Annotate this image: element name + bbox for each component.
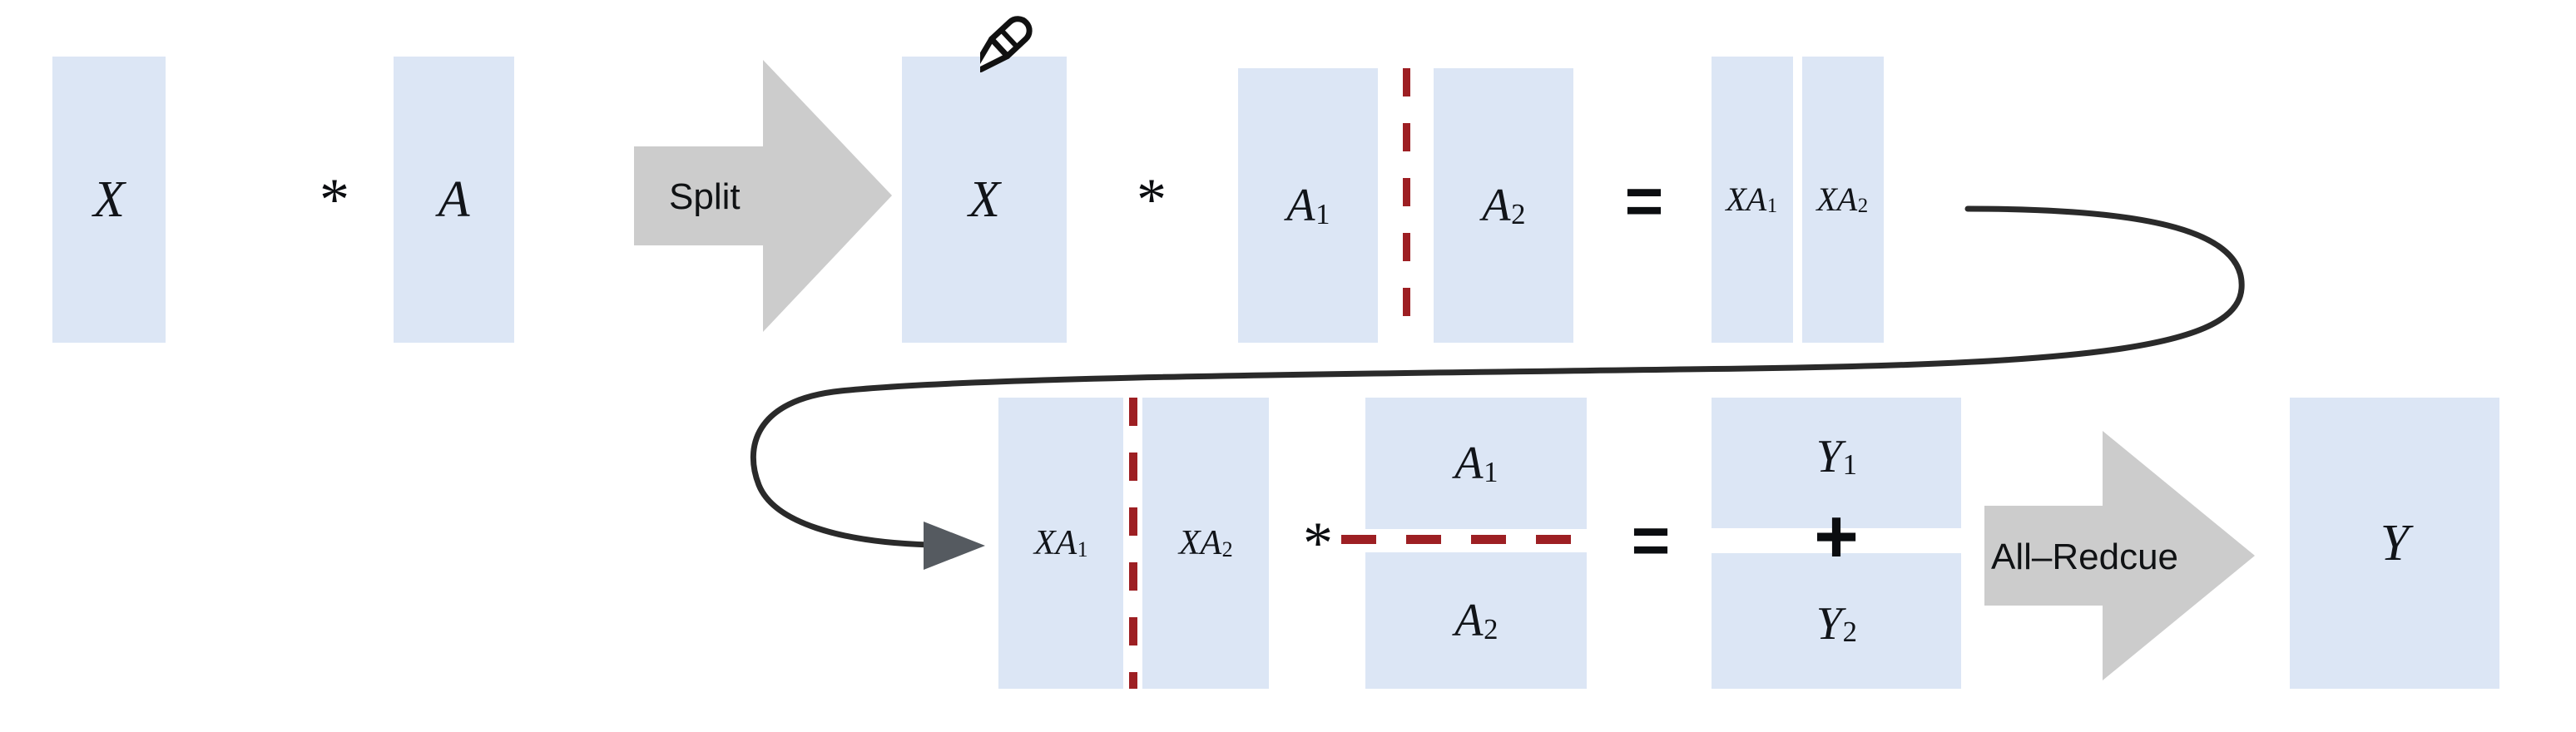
matrix-box-a1-row bbox=[1365, 398, 1587, 529]
split-arrow: Split bbox=[634, 48, 892, 344]
operator-equals-row2: = bbox=[1631, 503, 1671, 577]
split-arrow-shape bbox=[634, 60, 892, 332]
operator-multiply-row2: * bbox=[1303, 510, 1333, 576]
allreduce-arrow-shape bbox=[1984, 431, 2255, 680]
matrix-box-y2 bbox=[1712, 553, 1961, 689]
operator-plus-y: + bbox=[1814, 494, 1859, 579]
curved-arrow-head bbox=[924, 522, 985, 570]
split-arrow-label: Split bbox=[669, 176, 741, 217]
matrix-box-y-output bbox=[2290, 398, 2499, 689]
matrix-box-xa2-bottom bbox=[1142, 398, 1269, 689]
matrix-box-a2-row bbox=[1365, 552, 1587, 689]
allreduce-arrow-label: All–Redcue bbox=[1991, 537, 2179, 577]
split-divider-xa1-xa2 bbox=[1129, 398, 1137, 689]
allreduce-arrow: All–Redcue bbox=[1984, 423, 2255, 690]
split-divider-a1-a2-row bbox=[1341, 535, 1587, 544]
pencil-icon bbox=[973, 15, 1077, 108]
matrix-box-xa1-bottom bbox=[998, 398, 1123, 689]
matrix-box-x-input bbox=[52, 57, 166, 343]
operator-multiply-1: * bbox=[320, 166, 349, 233]
matrix-box-y1 bbox=[1712, 398, 1961, 528]
split-divider-a1-a2 bbox=[1403, 68, 1410, 343]
matrix-box-a-weight bbox=[394, 57, 514, 343]
